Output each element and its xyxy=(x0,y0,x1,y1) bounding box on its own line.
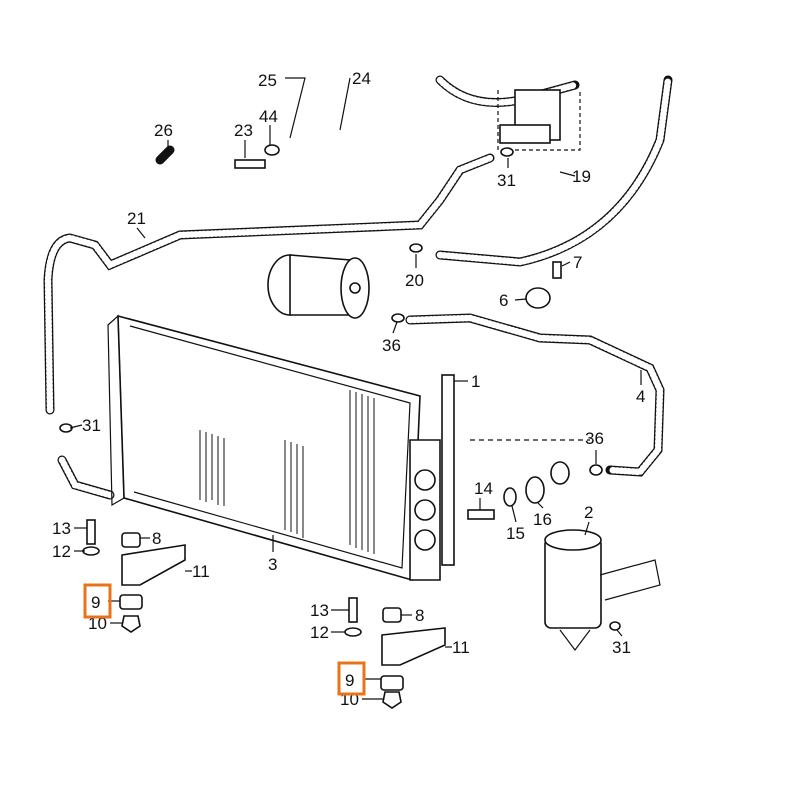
part-label-13-left: 13 xyxy=(52,519,71,538)
bracket-11-right xyxy=(381,627,446,666)
condenser-3 xyxy=(107,314,441,582)
receiver-drier-2 xyxy=(544,529,661,651)
leader-lines xyxy=(69,77,642,700)
part-label-21: 21 xyxy=(127,209,146,228)
part-label-16: 16 xyxy=(533,510,552,529)
part-label-14: 14 xyxy=(474,479,493,498)
part-label-23: 23 xyxy=(234,121,253,140)
part-label-31-left: 31 xyxy=(82,416,101,435)
part-label-31-top: 31 xyxy=(497,171,516,190)
part-label-25: 25 xyxy=(258,71,277,90)
compressor xyxy=(267,254,370,319)
part-label-11-right: 11 xyxy=(452,638,470,657)
part-label-10-left: 10 xyxy=(88,614,107,633)
hose-19 xyxy=(435,75,673,267)
part-label-8-left: 8 xyxy=(152,529,161,548)
part-label-20: 20 xyxy=(405,271,424,290)
valve-block xyxy=(497,89,581,151)
mount-parts-left xyxy=(82,519,143,633)
hose-4 xyxy=(405,313,665,477)
bracket-1 xyxy=(441,374,455,566)
part-label-9-left: 9 xyxy=(91,593,100,612)
fittings xyxy=(59,144,621,631)
part-label-13-right: 13 xyxy=(310,601,329,620)
part-label-24: 24 xyxy=(352,69,371,88)
part-label-7: 7 xyxy=(573,253,582,272)
part-label-2: 2 xyxy=(584,503,593,522)
part-label-26: 26 xyxy=(154,121,173,140)
part-label-11-left: 11 xyxy=(192,562,210,581)
part-label-1: 1 xyxy=(471,372,480,391)
part-label-6: 6 xyxy=(499,291,508,310)
part-label-36-upper: 36 xyxy=(382,336,401,355)
part-label-4: 4 xyxy=(636,387,645,406)
part-label-3: 3 xyxy=(268,555,277,574)
part-label-44: 44 xyxy=(259,107,278,126)
bracket-11-left xyxy=(121,544,186,586)
hose-lower-left xyxy=(57,455,115,500)
part-label-19: 19 xyxy=(572,167,591,186)
highlight-box-9-right xyxy=(337,661,366,696)
part-label-15: 15 xyxy=(506,524,525,543)
part-label-36-lower: 36 xyxy=(585,429,604,448)
part-label-31-right: 31 xyxy=(612,638,631,657)
part-label-12-left: 12 xyxy=(52,542,71,561)
part-label-9-right: 9 xyxy=(345,671,354,690)
highlight-box-9-left xyxy=(83,583,112,619)
part-label-12-right: 12 xyxy=(310,623,329,642)
mount-parts-right xyxy=(344,597,404,709)
part-label-8-right: 8 xyxy=(415,606,424,625)
